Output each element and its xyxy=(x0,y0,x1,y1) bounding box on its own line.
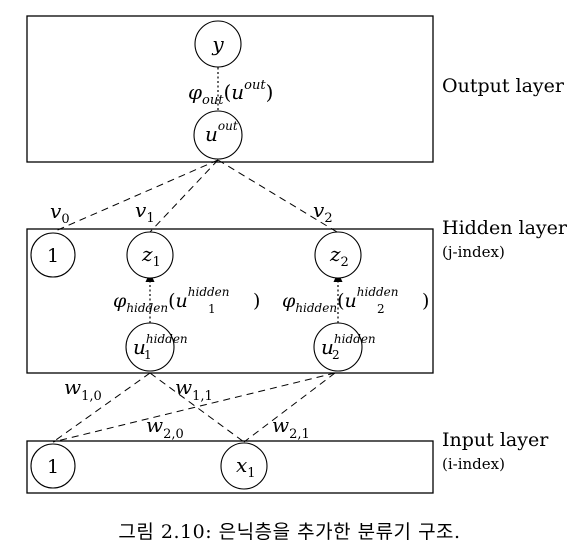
node-z2-label: z2 xyxy=(329,242,349,270)
node-bias-hidden-label: 1 xyxy=(47,245,59,267)
node-z1-label: z1 xyxy=(141,242,161,270)
hidden-layer-sublabel: (j-index) xyxy=(442,243,505,261)
edge-bias-to-u2 xyxy=(52,372,336,443)
output-layer-box xyxy=(26,15,434,163)
node-u-out-label: uout xyxy=(205,119,238,146)
node-u-out xyxy=(193,110,243,160)
activation-label-out: φout(uout) xyxy=(188,78,273,108)
node-z2 xyxy=(314,231,362,279)
node-x1-label: x1 xyxy=(236,453,256,481)
weight-label-w20: w2,0 xyxy=(146,413,184,442)
node-u2-hidden xyxy=(313,322,363,372)
input-layer-sublabel: (i-index) xyxy=(442,455,505,473)
node-x1 xyxy=(220,442,268,490)
weight-label-w21: w2,1 xyxy=(272,413,310,442)
weight-label-v1: v1 xyxy=(135,198,155,226)
weight-label-w11: w1,1 xyxy=(175,375,213,404)
hidden-layer-label: Hidden layer xyxy=(442,217,568,239)
edge-x1-to-u1 xyxy=(149,372,245,443)
node-bias-input xyxy=(30,443,76,489)
node-bias-input-label: 1 xyxy=(47,456,59,478)
node-z1 xyxy=(126,231,174,279)
node-bias-hidden xyxy=(30,232,76,278)
edge-bias-to-uout xyxy=(52,159,219,233)
node-y xyxy=(194,20,242,68)
weight-label-v0: v0 xyxy=(50,199,70,227)
figure-caption: 그림 2.10: 은닉층을 추가한 분류기 구조. xyxy=(118,521,461,543)
weight-label-v2: v2 xyxy=(313,198,333,226)
edge-bias-to-u1 xyxy=(52,372,151,443)
edge-z1-to-uout xyxy=(149,159,219,233)
input-layer-box xyxy=(26,440,434,494)
weight-label-w10: w1,0 xyxy=(64,375,102,404)
node-u1-hidden xyxy=(125,322,175,372)
hidden-layer-box xyxy=(26,228,434,374)
output-layer-label: Output layer xyxy=(442,75,565,97)
node-y-label: y xyxy=(211,32,224,56)
input-layer-label: Input layer xyxy=(442,429,549,451)
